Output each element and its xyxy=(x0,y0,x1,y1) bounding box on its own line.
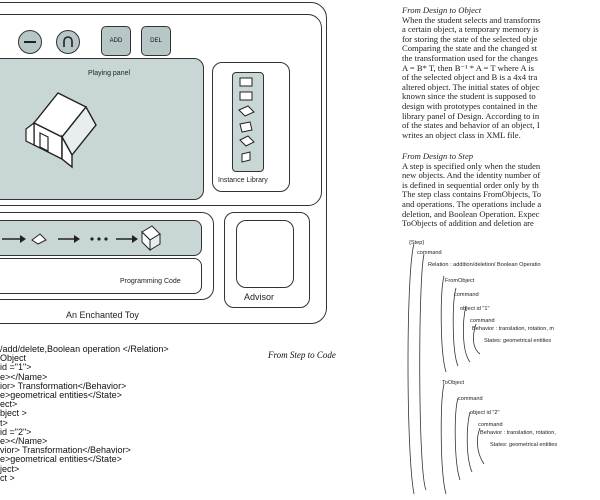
code-line: ect> xyxy=(0,399,18,410)
xml-command-3: command xyxy=(470,318,495,324)
house-3d-model xyxy=(25,92,97,169)
code-line: id ="2"> xyxy=(0,426,32,437)
xml-step: {Step} xyxy=(409,240,425,246)
section2-body: A step is specified only when the studen… xyxy=(402,160,600,229)
code-line: ct > xyxy=(0,472,15,483)
xml-states: States: geometrical entities xyxy=(484,338,552,344)
code-line: t> xyxy=(0,417,8,428)
body-line: ToObjects of addition and deletion are xyxy=(402,218,534,229)
delete-button[interactable]: DEL xyxy=(141,26,171,56)
library-items xyxy=(238,77,255,163)
code-line: bject > xyxy=(0,408,27,419)
magnet-icon xyxy=(63,36,73,47)
section1-heading: From Design to Object xyxy=(402,5,482,15)
step-sequence-strip[interactable] xyxy=(0,220,202,256)
body-line: The step class contains FromObjects, To xyxy=(402,189,542,200)
section-design-to-object: From Design to Object When the student s… xyxy=(402,5,600,141)
instance-library-label: Instance Library xyxy=(218,177,268,184)
body-line: and operations. The operations include a xyxy=(402,198,542,209)
section-design-to-step: From Design to Step A step is specified … xyxy=(402,151,600,229)
xml-command: command xyxy=(417,250,442,256)
body-line: altered object. The initial states of ob… xyxy=(402,81,540,92)
section2-heading: From Design to Step xyxy=(402,151,474,161)
body-line: the transformation used for the changes xyxy=(402,52,538,63)
body-line: Comparing the state and the changed st xyxy=(402,43,538,54)
minus-button[interactable] xyxy=(18,30,42,54)
code-line: e></Name> xyxy=(0,436,48,447)
body-line: writes an object class in XML file. xyxy=(402,129,521,140)
programming-code-label: Programming Code xyxy=(120,278,181,285)
code-line: /add/delete,Boolean operation </Relation… xyxy=(0,344,169,354)
programming-code-box[interactable] xyxy=(0,258,202,294)
body-line: library panel of Design. According to in xyxy=(402,110,540,121)
code-line: id ="1"> xyxy=(0,362,32,373)
xml-command-2: command xyxy=(454,292,479,298)
body-line: When the student selects and transforms xyxy=(402,14,541,25)
xml-states-2: States: geometrical entities xyxy=(490,442,558,448)
body-line: of the selected object and B is a 4x4 tr… xyxy=(402,72,538,83)
xml-to-object: ToObject xyxy=(442,380,465,386)
body-line: known since the student is supposed to xyxy=(402,91,536,102)
step-sequence xyxy=(2,225,161,252)
body-line: deletion, and Boolean Operation. Expec xyxy=(402,208,540,219)
xml-command-4: command xyxy=(458,396,483,402)
code-line: e></Name> xyxy=(0,371,48,382)
xml-relation: Relation : addition/deletion/ Boolean Op… xyxy=(428,262,541,268)
magnet-button[interactable] xyxy=(56,30,80,54)
playing-panel[interactable] xyxy=(0,58,204,200)
xml-tree-lines xyxy=(407,243,485,495)
body-line: a certain object, a temporary memory is xyxy=(402,24,539,35)
code-line: ior> Transformation</Behavior> xyxy=(0,380,127,391)
advisor-label: Advisor xyxy=(244,292,275,302)
body-line: of the states and behavior of an object,… xyxy=(402,120,540,131)
code-line: Object xyxy=(0,353,27,364)
code-listing: /add/delete,Boolean operation </Relation… xyxy=(0,344,240,483)
code-line: e>geometrical entities</State> xyxy=(0,390,122,401)
xml-object-id-2: object id "2" xyxy=(470,410,500,416)
body-line: new objects. And the identity number of xyxy=(402,170,541,181)
add-button[interactable]: ADD xyxy=(101,26,131,56)
body-line: A = B* T, then B⁻¹ * A = T where A is xyxy=(402,62,534,73)
playing-panel-label: Playing panel xyxy=(88,70,131,77)
xml-behavior: Behavior : translation, rotation, m xyxy=(472,326,555,332)
minus-icon xyxy=(24,41,36,43)
xml-object-id-1: object id "1" xyxy=(460,306,490,312)
toy-caption: An Enchanted Toy xyxy=(66,310,139,320)
advisor-screen xyxy=(236,220,294,288)
body-line: is defined in sequential order only by t… xyxy=(402,179,539,190)
code-line: vior> Transformation</Behavior> xyxy=(0,445,131,456)
body-line: A step is specified only when the studen xyxy=(402,160,541,171)
body-line: design with prototypes contained in the xyxy=(402,100,538,111)
code-line: e>geometrical entities</State> xyxy=(0,454,122,465)
body-line: for storing the state of the selected ob… xyxy=(402,33,538,44)
xml-command-5: command xyxy=(478,422,503,428)
code-line: ject> xyxy=(0,463,20,474)
xml-from-object: FromObject xyxy=(445,278,475,284)
xml-behavior-2: Behavior : translation, rotation, xyxy=(480,430,556,436)
step-to-code-heading: From Step to Code xyxy=(268,350,336,360)
